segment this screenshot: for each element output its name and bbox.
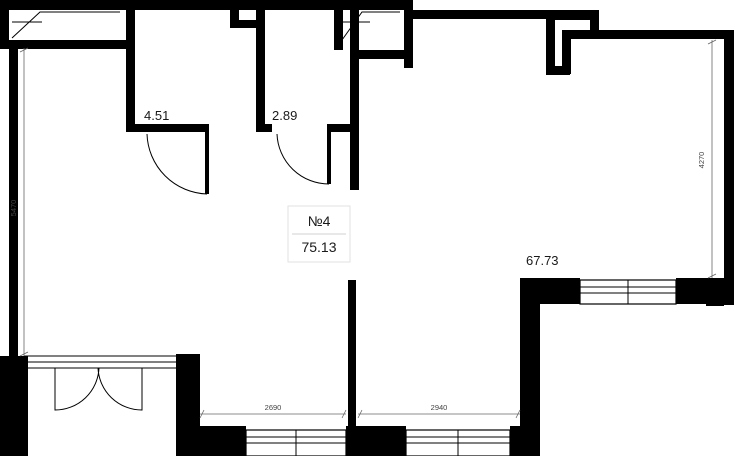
wall-left-bottom: [0, 356, 24, 456]
wall-right-lower-top-2: [676, 278, 734, 304]
dim-left-height: 5470: [9, 200, 18, 217]
wall-right-lower-top: [520, 278, 580, 304]
wall-between-wc: [256, 10, 265, 130]
wall-wc2-bottom-a: [256, 124, 272, 132]
dim-bottom-left-width: 2690: [265, 403, 282, 412]
dimension-bottom-right: 2940: [357, 403, 521, 419]
wall-right-pillar-left: [546, 10, 555, 74]
wall-left: [9, 40, 18, 360]
dim-right-height: 4270: [697, 152, 706, 169]
closet-2-bottom: [352, 50, 412, 59]
wall-top-right-notch: [590, 10, 599, 38]
door-arc-2: [276, 132, 330, 185]
window-top-mid: [341, 11, 400, 41]
wall-right: [724, 30, 734, 305]
wall-top-right-step: [546, 10, 598, 20]
wall-wc-left: [126, 10, 135, 132]
wall-center-lower: [348, 280, 356, 456]
wall-top-mid: [126, 0, 359, 10]
window-bottom-1: [245, 429, 347, 456]
wall-right-pillar-bottom: [546, 66, 570, 75]
balcony-door-right: [97, 367, 143, 411]
closet-1-side: [230, 10, 239, 28]
wall-top-left-inner: [0, 40, 134, 49]
window-top-left: [11, 11, 120, 39]
apartment-badge: №4 75.13: [287, 205, 351, 263]
closet-2-side: [334, 10, 343, 50]
door-arc-1: [146, 132, 208, 195]
room-area-2: 2.89: [272, 108, 297, 123]
dim-bottom-right-width: 2940: [431, 403, 448, 412]
dimension-left: 5470: [9, 47, 29, 357]
wall-top-between: [404, 10, 554, 19]
balcony: [24, 355, 176, 456]
balcony-door-left: [54, 367, 100, 411]
apartment-number: №4: [308, 213, 331, 229]
room-area-3: 67.73: [526, 253, 559, 268]
window-bottom-2: [405, 429, 511, 456]
wall-top-mid-2: [334, 0, 412, 10]
wall-bottom-mid: [346, 426, 406, 456]
room-area-1: 4.51: [144, 108, 169, 123]
wall-wc1-bottom-a: [126, 124, 208, 132]
wall-top-pillar: [404, 0, 413, 68]
wall-bottom-left-a: [176, 426, 246, 456]
dimension-right: 4270: [697, 39, 717, 279]
wall-top-left-side: [0, 0, 9, 48]
wall-right-lower: [520, 278, 540, 456]
wall-top-left: [0, 0, 134, 10]
wall-wc2-bottom-b: [327, 124, 351, 132]
dimension-bottom-left: 2690: [199, 403, 347, 419]
closet-1-bottom: [230, 20, 263, 28]
wall-right-pillar-right: [562, 32, 571, 74]
wall-center-upper: [350, 10, 359, 190]
apartment-total-area: 75.13: [301, 239, 336, 255]
window-right: [579, 279, 677, 305]
wall-top-right: [562, 30, 734, 39]
wall-right-lower-notch: [706, 290, 724, 306]
